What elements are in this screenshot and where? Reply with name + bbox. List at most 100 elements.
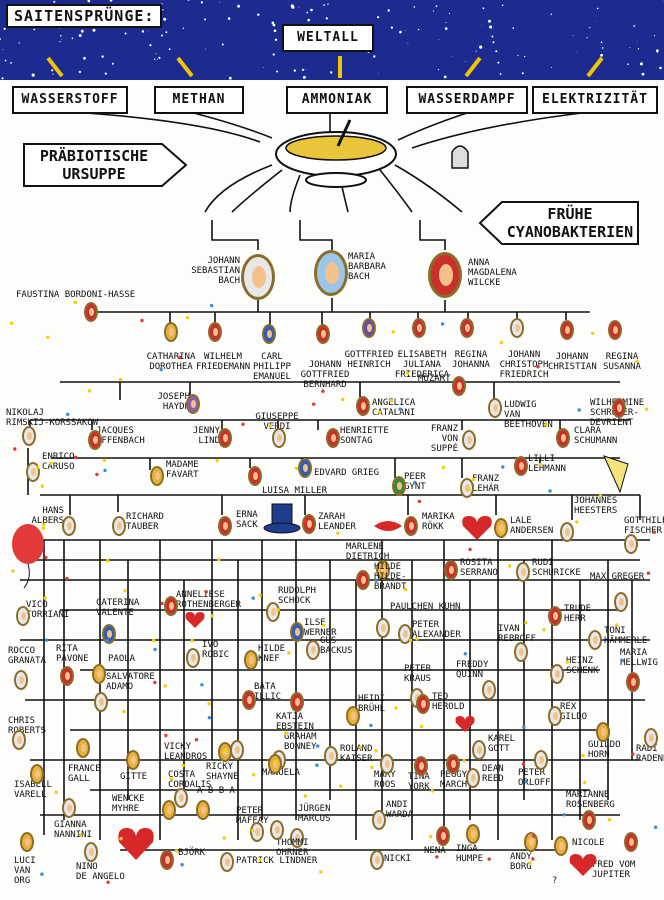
portrait-johann-gottfried [316,324,330,344]
portrait-johann-christian [560,320,574,340]
name-ilse: ILSE WERNER [304,618,337,638]
portrait-rosenberg [582,810,596,830]
spotlight-icon [603,455,629,494]
portrait-suppe [462,430,476,450]
salt-shaker-icon [451,145,469,169]
portrait-gus [306,640,320,660]
ammoniak-box: AMMONIAK [286,86,388,114]
name-bjoerk: BJÖRK [178,848,206,858]
heart-icon [462,516,492,540]
name-faustina: FAUSTINA BORDONI-HASSE [16,290,136,300]
name-rimskij: NIKOLAJ RIMSKIJ-KORSSAKOW [6,408,99,428]
name-bruehl: HEIDI BRÜHL [358,694,386,714]
portrait-dean [466,768,480,788]
name-jenny-lind: JENNY LIND [192,426,220,446]
portrait-march [446,754,460,774]
name-roos: MARY ROOS [374,770,396,790]
name-lale: LALE ANDERSEN [510,516,554,536]
name-valente: CATERINA VALENTE [96,598,140,618]
name-johann-christian: JOHANN CHRISTIAN [548,352,597,372]
name-caruso: ENRICO CARUSO [42,452,75,472]
name-greger: MAX GREGER [590,572,645,582]
name-johann-christoph: JOHANN CHRISTOPH FRIEDRICH [499,350,549,380]
portrait-hellwig [626,672,640,692]
portrait-radi [644,728,658,748]
balloon-icon [12,524,44,589]
portrait-orloff [534,750,548,770]
portrait-schock [266,602,280,622]
portrait-valente [102,624,116,644]
portrait-schenk [550,664,564,684]
portrait-robic [186,648,200,668]
name-tauber: RICHARD TAUBER [126,512,164,532]
name-johann-gottfried: JOHANN GOTTFRIED BERNHARD [300,360,350,390]
soup-bowl-icon [275,119,397,188]
name-ted: TED HEROLD [432,692,465,712]
portrait-hildebrandt [356,570,370,590]
name-warda: ANDI WARDA [386,800,414,820]
heart-icon [118,828,154,860]
name-isabell: ISABELL VARELL [14,780,52,800]
portrait-roos [380,754,394,774]
name-suppe: FRANZ VON SUPPÉ [430,424,458,454]
portrait-haemmerle [588,630,602,650]
weltall-box: WELTALL [282,24,374,52]
portrait-york [414,756,428,776]
name-march: PEGGY MARCH [440,770,468,790]
portrait-schroeder [612,398,626,418]
name-roberts: CHRIS ROBERTS [8,716,46,736]
portrait-clara [556,428,570,448]
name-clara: CLARA SCHUMANN [574,426,618,446]
name-bata: BATA ILLIC [254,682,282,702]
name-maffay: PETER MAFFAY [236,806,269,826]
portrait-catalani [356,396,370,416]
name-orloff: PETER ORLOFF [518,768,551,788]
poster-title: SAITENSPRÜNGE: [6,4,163,28]
portrait-fred [624,832,638,852]
name-abba: A B B A [197,786,235,796]
name-granata: ROCCO GRANATA [8,646,46,666]
name-rebroff: IVAN REBROFF [498,624,536,644]
name-nicole: NICOLE [572,838,605,848]
name-nena: NENA [424,846,446,856]
name-bach: JOHANN SEBASTIAN BACH [191,256,240,286]
name-lehar: FRANZ LEHÁR [472,474,500,494]
portrait-pavone [60,666,74,686]
portrait-rosita [444,560,458,580]
name-schock: RUDOLPH SCHOCK [278,586,316,606]
name-wilhelm: WILHELM FRIEDEMANN [196,352,251,372]
portrait-knef [244,650,258,670]
name-rokk: MARIKA RÖKK [422,512,455,532]
portrait-favart [150,466,164,486]
portrait-isabell [30,764,44,784]
name-beethoven: LUDWIG VAN BEETHOVEN [504,400,553,430]
portrait-lilli [514,456,528,476]
portrait-adamo [94,692,108,712]
name-verdi: GIUSEPPE VERDI [255,412,299,432]
name-luisa: LUISA MILLER [262,486,328,496]
portrait-verdi [272,428,286,448]
name-erna: ERNA SACK [236,510,258,530]
portrait-kaiser [324,746,338,766]
portrait-albers [62,516,76,536]
portrait-zarah [302,514,316,534]
portrait-nicole [554,836,568,856]
name-fred: FRED VOM JUPITER [592,860,636,880]
name-gus: GUS BACKUS [320,636,353,656]
name-zarah: ZARAH LEANDER [318,512,356,532]
portrait-luci [20,832,34,852]
name-robic: IVO ROBIC [202,640,230,660]
name-catharina: CATHARINA DOROTHEA [146,352,196,372]
name-rosita: ROSITA SERRANO [460,558,498,578]
name-heesters: JOHANNES HEESTERS [574,496,618,516]
portrait-rimskij [22,426,36,446]
maria-barbara-portrait [314,250,348,296]
name-peter-alexander: PETER ALEXANDER [412,620,461,640]
portrait-nicki [370,850,384,870]
name-torriani: VICO TORRIANI [26,600,70,620]
name-karel: KAREL GOTT [488,734,516,754]
name-offenbach: JACQUES OFFENBACH [96,426,145,446]
name-adamo: SALVATORE ADAMO [106,672,155,692]
portrait-luisa [248,466,262,486]
